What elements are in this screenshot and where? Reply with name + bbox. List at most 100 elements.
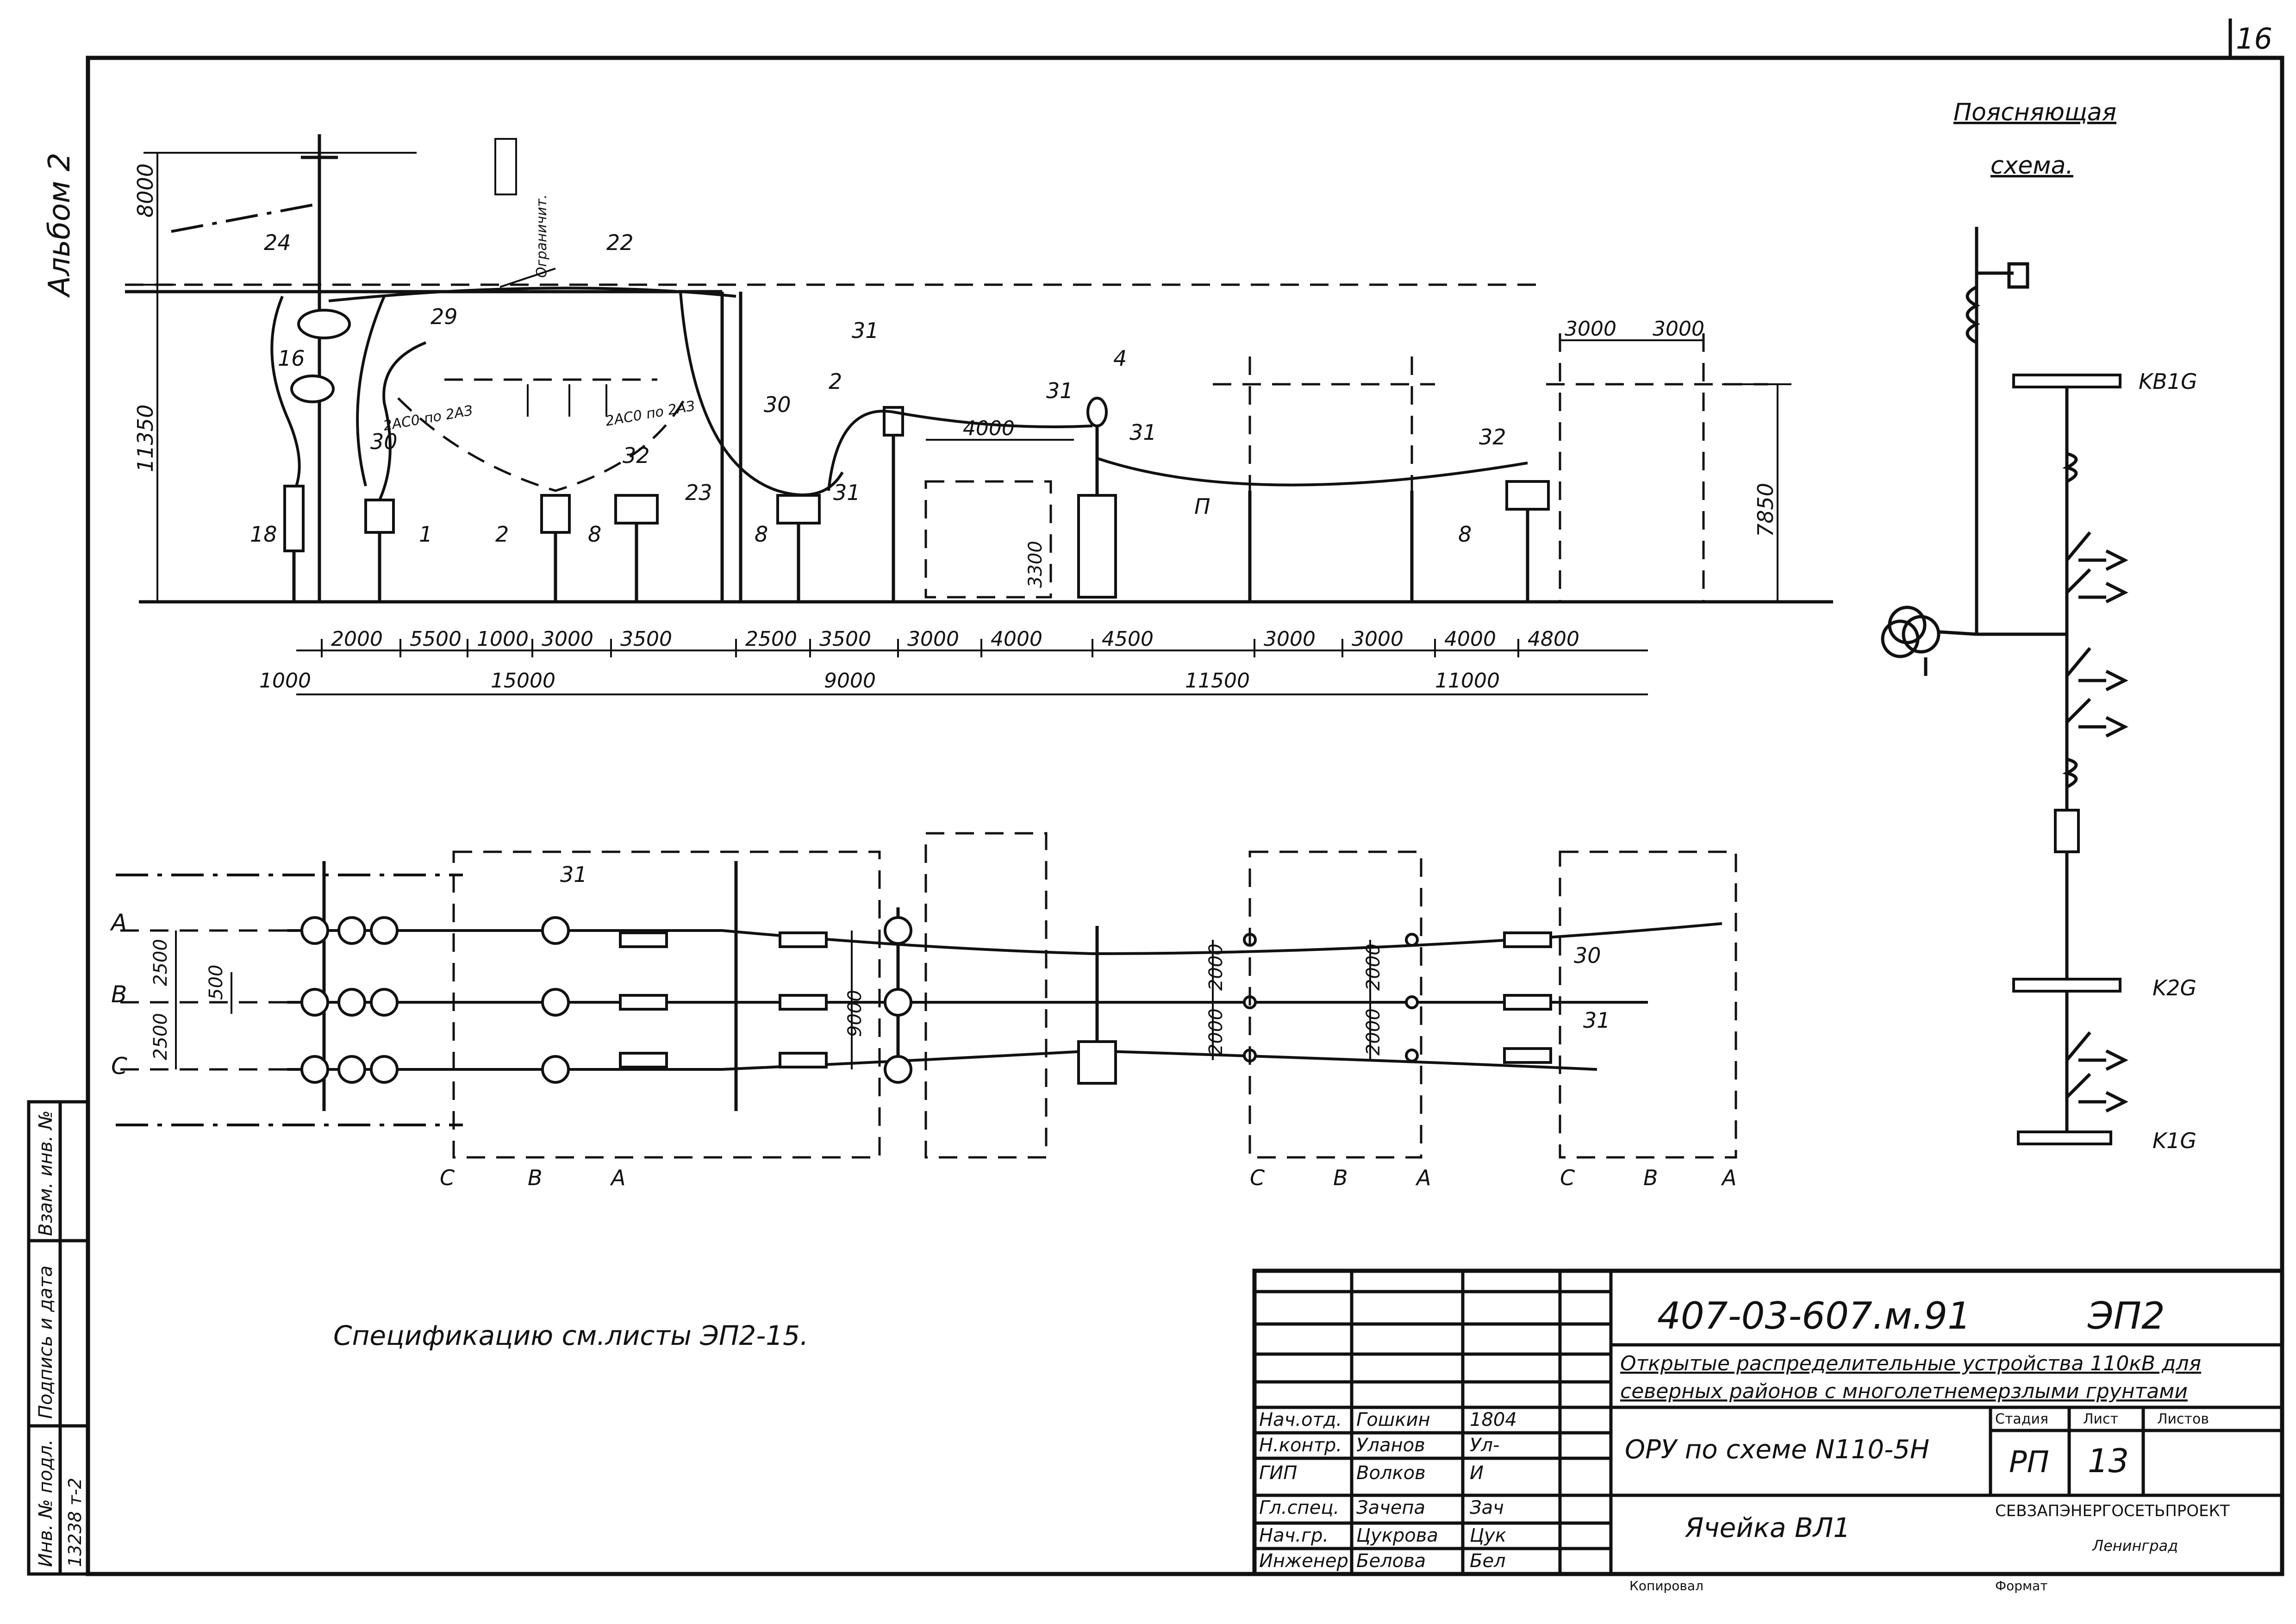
legend-title-2: схема.: [1990, 152, 2073, 180]
plan-phase-label: C: [111, 1053, 127, 1080]
role-name: Волков: [1356, 1462, 1426, 1484]
section-pos-label: 2: [829, 369, 842, 394]
sheet-label: Лист: [2083, 1411, 2118, 1427]
copied-label: Копировал: [1629, 1578, 1703, 1593]
arrester-label: Ограничит.: [534, 194, 550, 278]
section-pos-label: 23: [685, 480, 712, 505]
sheet-value: 13: [2088, 1442, 2129, 1480]
plan-phase-labels-left: ABC: [110, 909, 127, 1080]
album-label: Альбом 2: [43, 153, 77, 298]
dim-height-11350: 11350: [133, 405, 158, 472]
section-pos-label: 1: [419, 522, 432, 547]
spec-note: Спецификацию см.листы ЭП2-15.: [333, 1320, 809, 1351]
plan-phase-bottom-label: C: [1250, 1165, 1265, 1190]
dim-row1-value: 1000: [477, 627, 529, 651]
legend-title-1: Поясняющая: [1953, 99, 2116, 126]
role-sign: 1804: [1470, 1409, 1517, 1430]
role-name: Гошкин: [1356, 1409, 1430, 1430]
label-kb1g: KB1G: [2139, 369, 2197, 394]
section-pos-label: П: [1194, 494, 1210, 519]
role-title: Нач.отд.: [1259, 1409, 1342, 1430]
dim-right-7850: 7850: [1753, 483, 1778, 537]
section-pos-label: 30: [370, 429, 398, 454]
dim-row1-value: 4000: [991, 627, 1042, 651]
dim-row1-value: 2500: [745, 627, 797, 651]
dim-4000-mid: 4000: [963, 417, 1015, 440]
section-pos-label: 32: [1479, 425, 1506, 450]
dim-row1-value: 2000: [331, 627, 383, 651]
dim-row1-value: 3000: [907, 627, 959, 651]
section-pos-label: 31: [852, 318, 879, 343]
plan-pos-label: 31: [560, 862, 587, 887]
plan-phase-bottom-label: B: [528, 1165, 543, 1190]
section-pos-label: 8: [755, 522, 768, 547]
outer-frame: [86, 56, 2284, 1576]
plan-dim-label: 2000: [1363, 1008, 1384, 1056]
dim-3000-b: 3000: [1653, 317, 1704, 341]
role-sign: Цук: [1470, 1525, 1506, 1546]
section-pos-label: 29: [430, 304, 458, 329]
role-name: Уланов: [1356, 1435, 1425, 1456]
dim-row1-value: 4800: [1528, 627, 1579, 651]
section-pos-label: 16: [278, 346, 305, 371]
role-title: Н.контр.: [1259, 1435, 1342, 1456]
doc-code: 407-03-607.м.91: [1657, 1294, 1971, 1337]
plan-phase-bottom-label: C: [440, 1165, 455, 1190]
section-pos-label: 18: [250, 522, 277, 547]
section-pos-label: 31: [1129, 420, 1157, 445]
section-pos-label: 24: [264, 230, 291, 255]
dim-row2-value: 11000: [1435, 669, 1500, 693]
project-line-1: Открытые распределительные устройства 11…: [1620, 1352, 2201, 1375]
busbar-kb1g: [2012, 374, 2121, 388]
role-name: Цукрова: [1356, 1525, 1438, 1546]
plan-dim-label: 2000: [1205, 943, 1227, 991]
page-number: 16: [2236, 22, 2272, 56]
section-pos-label: 31: [833, 480, 861, 505]
dim-row1-value: 3000: [1264, 627, 1316, 651]
plan-phase-label: A: [110, 909, 127, 936]
dim-row2-value: 11500: [1185, 669, 1250, 693]
role-title: Инженер: [1259, 1550, 1348, 1572]
role-sign: И: [1470, 1462, 1484, 1484]
role-title: Гл.спец.: [1259, 1497, 1339, 1518]
plan-dim-label: 2500: [150, 1013, 171, 1060]
plan-dim-label: 9000: [844, 990, 866, 1037]
plan-phase-bottom-label: B: [1333, 1165, 1348, 1190]
inv-no-value: 13238 т-2: [65, 1478, 85, 1567]
plan-phase-bottom-label: A: [1721, 1165, 1736, 1190]
dim-row1-value: 4000: [1444, 627, 1496, 651]
plan-pos-label: 30: [1574, 943, 1601, 968]
plan-dim-label: 500: [206, 965, 227, 1000]
dim-row1-value: 3500: [819, 627, 871, 651]
dim-top-8000: 8000: [133, 163, 158, 218]
cell-title: Ячейка ВЛ1: [1685, 1512, 1850, 1543]
plan-dim-label: 2000: [1363, 943, 1384, 991]
dim-row1-value: 5500: [410, 627, 462, 651]
format-label: Формат: [1995, 1578, 2048, 1593]
section-pos-label: 30: [764, 392, 791, 417]
dim-row2-value: 9000: [824, 669, 876, 693]
drawing-title: ОРУ по схеме N110-5Н: [1625, 1435, 1929, 1465]
explanatory-scheme: Поясняющая схема. KB1G K2G K1G: [1881, 99, 2197, 1153]
org-name: СЕВЗАПЭНЕРГОСЕТЬПРОЕКТ: [1995, 1502, 2230, 1520]
stage-value: РП: [2009, 1445, 2049, 1480]
inv-no-label: Инв. № подл.: [35, 1439, 56, 1567]
plan-phase-bottom-label: A: [610, 1165, 625, 1190]
role-sign: Зач: [1470, 1497, 1504, 1518]
plan-dim-label: 2500: [150, 939, 171, 986]
role-title: ГИП: [1259, 1462, 1297, 1484]
dim-row1-value: 3000: [1352, 627, 1404, 651]
project-line-2: северных районов с многолетнемерзлыми гр…: [1620, 1380, 2188, 1403]
role-name: Зачепа: [1356, 1497, 1425, 1518]
role-title: Нач.гр.: [1259, 1525, 1329, 1546]
label-k1g: K1G: [2152, 1128, 2196, 1153]
